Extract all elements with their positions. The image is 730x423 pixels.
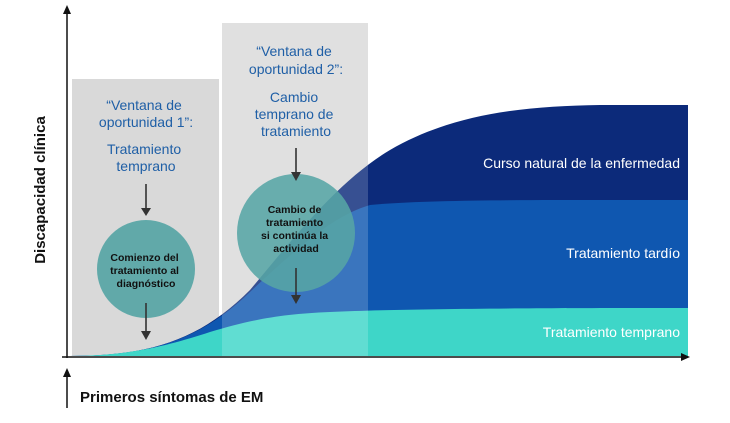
onset-arrow [63, 368, 71, 408]
window-1-arrow-top [141, 184, 151, 216]
window-1-circle [97, 220, 195, 318]
window-2-circle [237, 174, 355, 292]
window-2-arrow-bottom [291, 268, 301, 304]
window-2-arrow-top [291, 148, 301, 181]
natural-course-label: Curso natural de la enfermedad [483, 155, 680, 171]
window-2-circle-text: Cambio de tratamiento si continúa la act… [261, 204, 331, 255]
late-treatment-label: Tratamiento tardío [566, 245, 680, 261]
window-2-heading: “Ventana de oportunidad 2”: [249, 43, 343, 77]
window-1-arrow-bottom [141, 303, 151, 340]
y-axis [63, 5, 71, 358]
early-treatment-area [70, 308, 688, 356]
x-axis-label: Primeros síntomas de EM [80, 389, 263, 406]
window-1-subheading: Tratamiento temprano [107, 141, 185, 174]
y-axis-label: Discapacidad clínica [32, 116, 49, 264]
window-1-heading: “Ventana de oportunidad 1”: [99, 97, 193, 130]
early-treatment-label: Tratamiento temprano [543, 324, 680, 340]
window-1-circle-text: Comienzo del tratamiento al diagnóstico [110, 252, 182, 290]
window-2-subheading: Cambio temprano de tratamiento [255, 89, 338, 139]
x-axis [62, 353, 690, 361]
